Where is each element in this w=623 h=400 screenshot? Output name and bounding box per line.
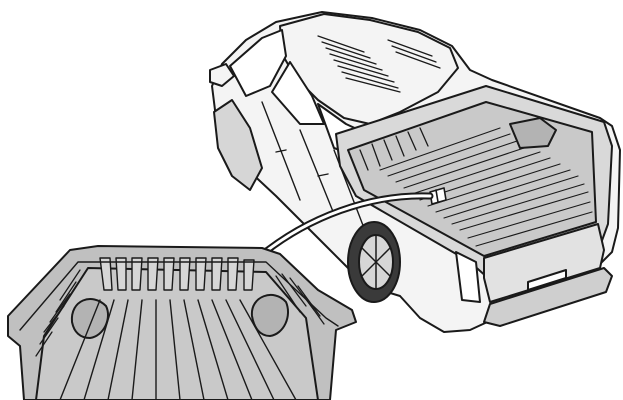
bed-wheel-well — [509, 117, 557, 149]
front-door-window — [271, 61, 325, 125]
bed-bulkhead-ribs — [359, 127, 429, 171]
pickup-truck — [209, 11, 621, 333]
bedliner-front-ribs — [99, 257, 255, 291]
front-wheel-arch — [213, 99, 263, 191]
tail-light — [455, 251, 481, 303]
bedliner-floor-ribs — [59, 299, 297, 400]
rim-spokes — [361, 235, 391, 289]
bedliner-side-ribs — [35, 269, 325, 357]
side-mirror — [209, 63, 235, 87]
windshield — [229, 29, 287, 97]
bedliner-wheel-well-right — [250, 294, 289, 337]
bed-floor-ribs — [379, 127, 593, 247]
roof-ribs — [317, 35, 441, 93]
bedliner-floor — [35, 267, 319, 400]
tailgate-handle — [527, 269, 567, 291]
rear-bumper — [483, 267, 613, 327]
bedliner-rim-edge — [19, 261, 339, 331]
bedliner-detached — [7, 245, 357, 400]
tailgate — [483, 223, 605, 303]
bed-hook-icon — [429, 187, 447, 205]
